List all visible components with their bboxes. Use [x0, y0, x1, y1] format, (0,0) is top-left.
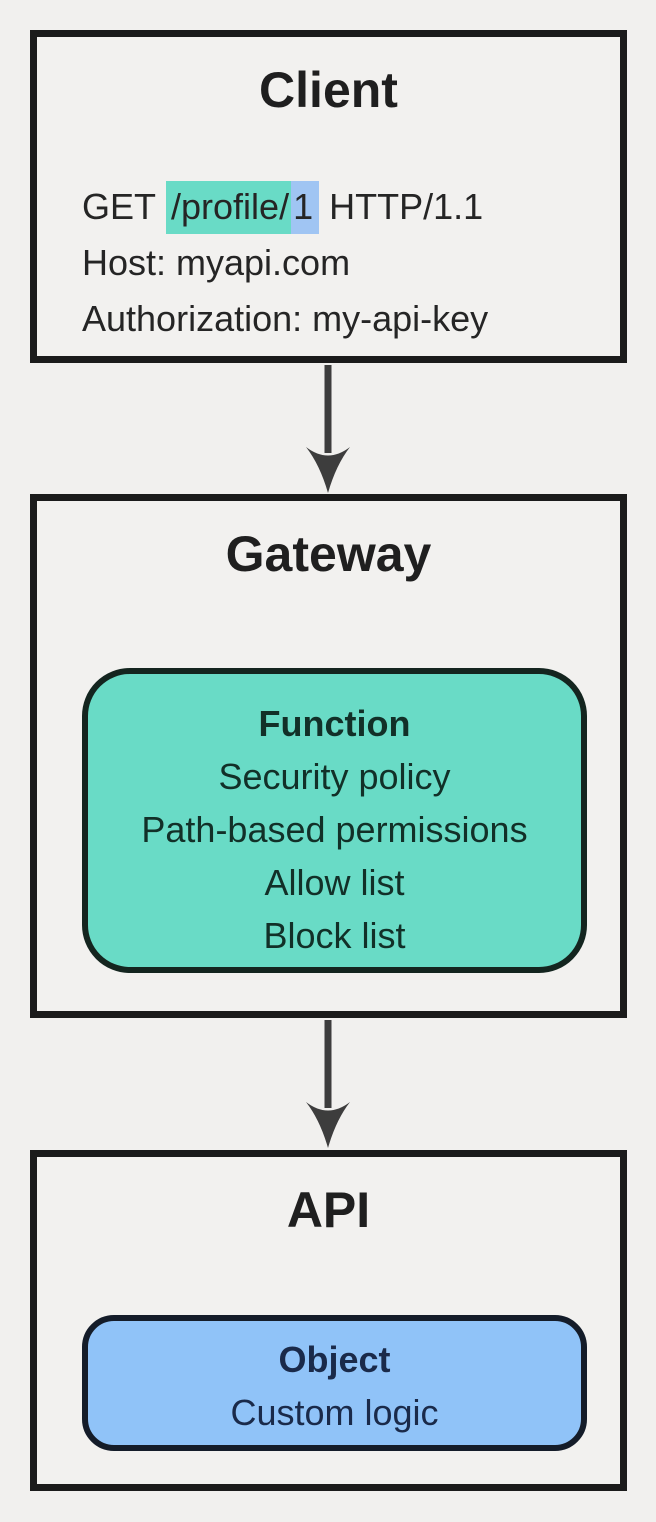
api-box: API Object Custom logic [30, 1150, 627, 1491]
id-highlight: 1 [291, 181, 320, 234]
object-node-title: Object [278, 1339, 391, 1380]
function-node-item: Allow list [264, 862, 405, 903]
function-node: Function Security policy Path-based perm… [82, 668, 587, 973]
request-line-auth: Authorization: my-api-key [82, 298, 489, 339]
function-node-title: Function [258, 703, 411, 744]
request-protocol: HTTP/1.1 [329, 186, 484, 227]
object-node-item: Custom logic [230, 1392, 439, 1433]
gateway-title: Gateway [225, 526, 432, 582]
function-node-item: Security policy [218, 756, 451, 797]
client-title: Client [259, 62, 398, 118]
api-title: API [286, 1182, 371, 1238]
function-node-item: Block list [263, 915, 406, 956]
arrow-gateway-to-api [306, 1020, 350, 1148]
path-highlight: /profile/ [166, 181, 292, 234]
gateway-box: Gateway Function Security policy Path-ba… [30, 494, 627, 1018]
request-method: GET [82, 186, 157, 227]
function-node-item: Path-based permissions [141, 809, 528, 850]
request-line-host: Host: myapi.com [82, 242, 351, 283]
arrow-client-to-gateway [306, 365, 350, 493]
object-node: Object Custom logic [82, 1315, 587, 1451]
